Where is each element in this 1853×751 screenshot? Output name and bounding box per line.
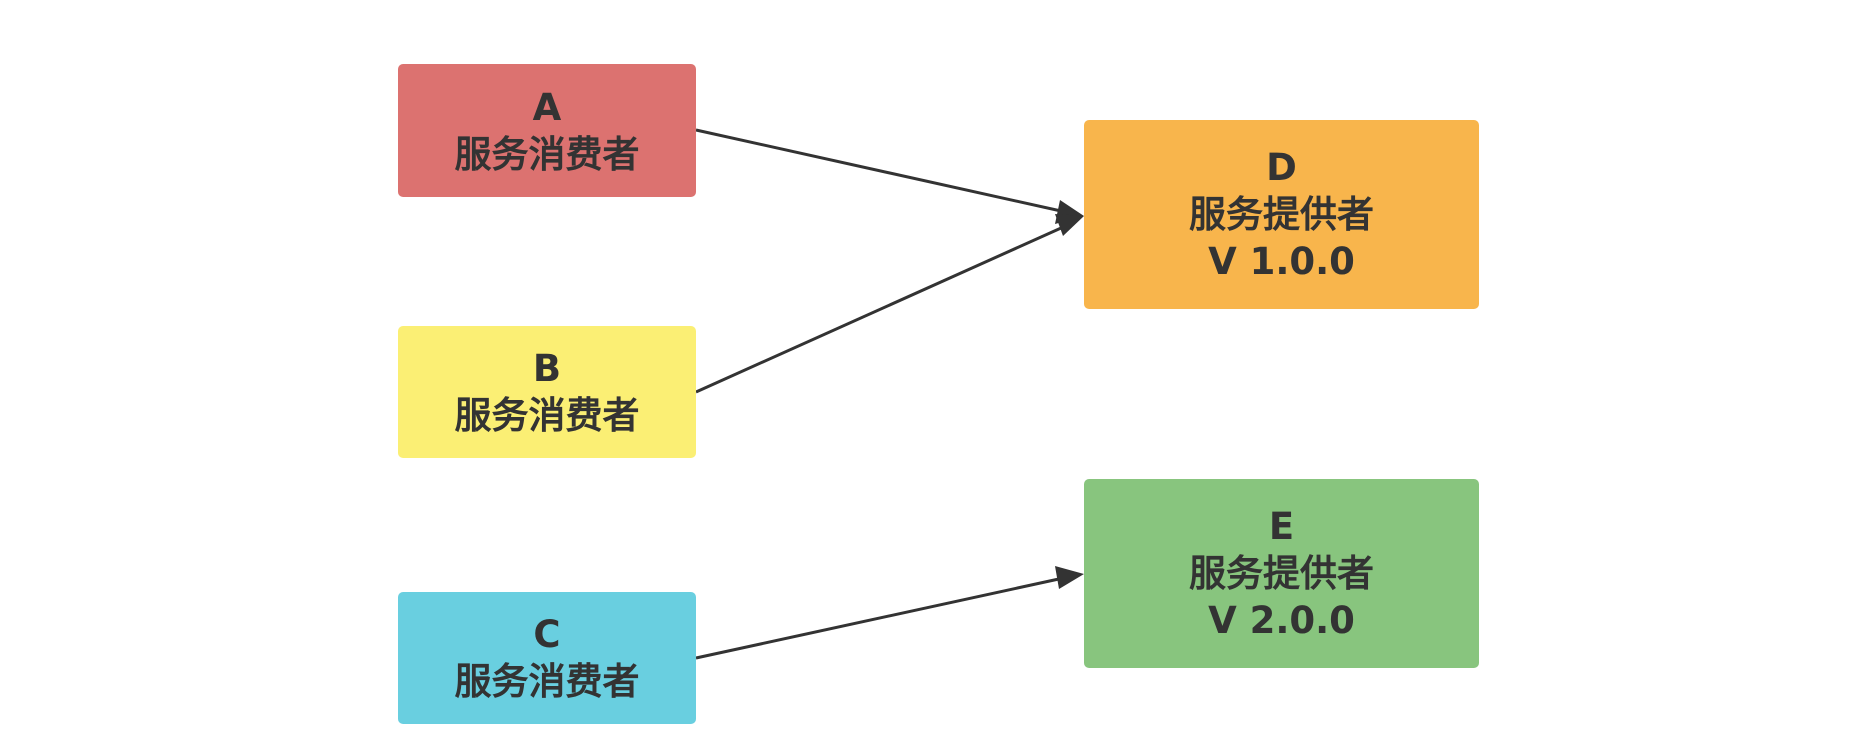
node-d-version: V 1.0.0 bbox=[1208, 240, 1355, 283]
node-c-role: 服务消费者 bbox=[454, 660, 640, 703]
node-e-role: 服务提供者 bbox=[1189, 552, 1374, 595]
arrowhead-a-to-d bbox=[1055, 200, 1084, 224]
arrowhead-c-to-e bbox=[1055, 566, 1084, 589]
node-e-version: V 2.0.0 bbox=[1208, 599, 1355, 642]
node-a-letter: A bbox=[532, 85, 562, 129]
edge-c-to-e bbox=[695, 575, 1069, 660]
edge-a-to-d bbox=[695, 128, 1071, 215]
node-e-letter: E bbox=[1268, 505, 1295, 548]
node-d-role: 服务提供者 bbox=[1189, 193, 1374, 236]
consumer-node-b: B 服务消费者 bbox=[398, 326, 696, 458]
provider-node-d: D 服务提供者 V 1.0.0 bbox=[1084, 120, 1479, 309]
node-c-letter: C bbox=[533, 613, 561, 656]
node-d-letter: D bbox=[1266, 146, 1297, 189]
node-a-role: 服务消费者 bbox=[454, 132, 640, 176]
consumer-node-c: C 服务消费者 bbox=[398, 592, 696, 724]
provider-node-e: E 服务提供者 V 2.0.0 bbox=[1084, 479, 1479, 668]
arrowhead-b-to-d bbox=[1055, 214, 1084, 236]
node-b-letter: B bbox=[532, 347, 562, 390]
node-b-role: 服务消费者 bbox=[454, 394, 640, 437]
edge-b-to-d bbox=[695, 222, 1071, 394]
consumer-node-a: A 服务消费者 bbox=[398, 64, 696, 197]
